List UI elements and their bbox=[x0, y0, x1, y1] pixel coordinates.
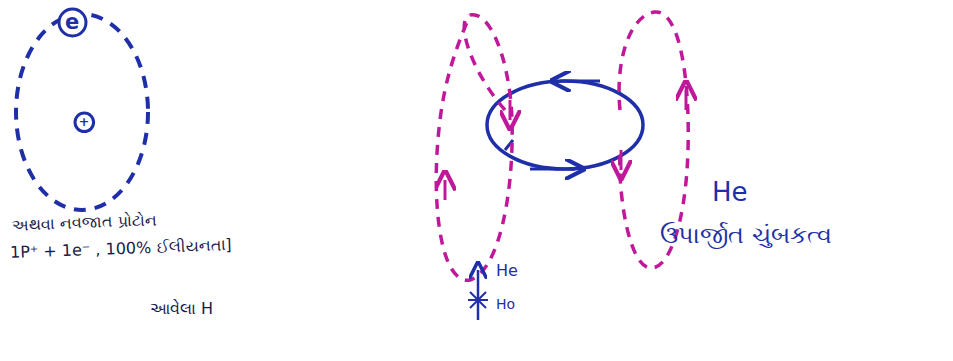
current-arrow bbox=[560, 80, 600, 83]
field-arrow bbox=[685, 90, 688, 110]
handwritten-note: He bbox=[496, 262, 518, 280]
handwritten-note: He bbox=[712, 178, 748, 208]
field-vector bbox=[477, 270, 480, 320]
handwritten-note: 1P⁺ + 1e⁻ , 100% ઈલીયનતા] bbox=[10, 236, 232, 262]
field-line bbox=[436, 15, 512, 281]
handwritten-note: Ho bbox=[496, 296, 515, 312]
circle-shape bbox=[75, 113, 94, 132]
current-arrow bbox=[530, 168, 575, 171]
handwritten-note: આવેલા H bbox=[150, 300, 213, 318]
handwritten-note: ઉપાર્જીત ચુંબકત્વ bbox=[660, 222, 832, 250]
cross-mark bbox=[468, 292, 488, 308]
field-arrow bbox=[620, 150, 623, 170]
handwritten-note: અથવા નવજાત પ્રોટોન bbox=[12, 211, 158, 234]
field-arrow bbox=[444, 180, 447, 200]
circle-shape bbox=[59, 9, 86, 36]
nucleus-circle: + bbox=[73, 111, 96, 134]
electron-circle: e bbox=[57, 7, 88, 38]
field-arrow bbox=[509, 100, 512, 120]
node-text: + bbox=[79, 116, 90, 129]
orbit bbox=[16, 14, 148, 210]
node-text: e bbox=[65, 12, 79, 33]
